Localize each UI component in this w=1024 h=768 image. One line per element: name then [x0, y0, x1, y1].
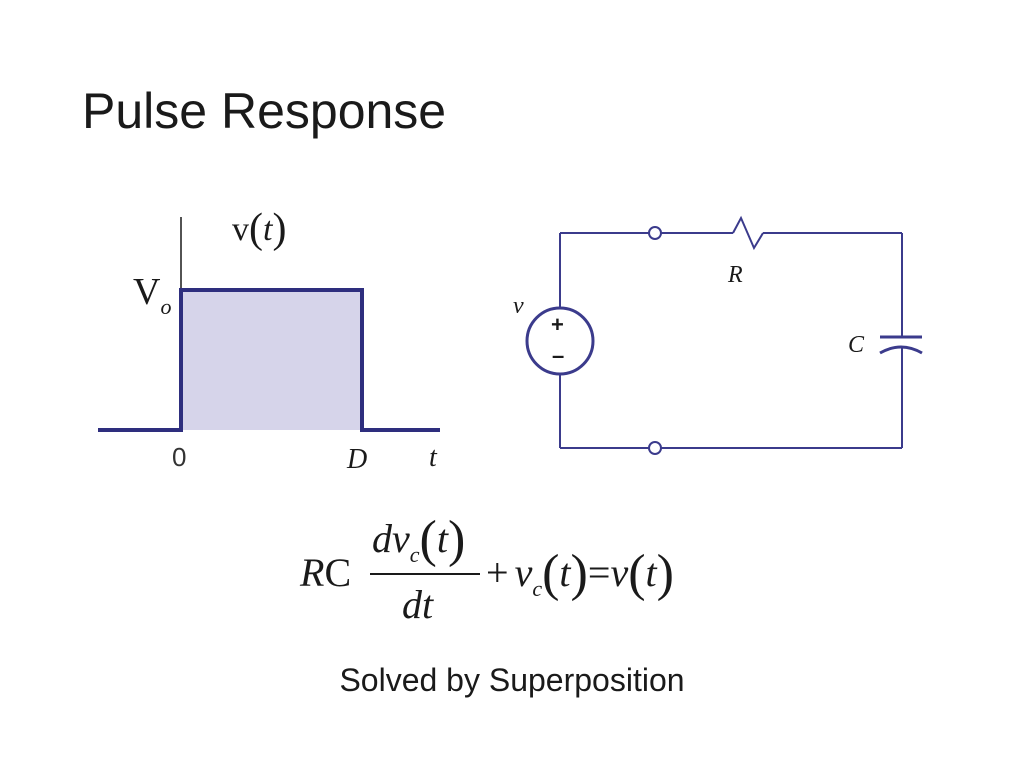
level-label: Vo — [133, 271, 171, 319]
level-label-sub: o — [160, 294, 171, 319]
source-label: v — [513, 293, 524, 319]
slide-caption: Solved by Superposition — [339, 662, 685, 698]
capacitor-label: C — [848, 332, 865, 358]
eq-denominator: dt — [402, 582, 434, 627]
pulse-waveform — [98, 288, 440, 432]
eq-num-d: d — [372, 516, 393, 561]
eq-term-arg: t — [559, 550, 571, 595]
source-minus: – — [552, 343, 564, 368]
x-tick-end: D — [346, 444, 367, 475]
terminal-top — [648, 226, 662, 240]
level-label-main: V — [133, 271, 161, 313]
eq-rc: RC — [299, 550, 351, 595]
eq-num-v: v — [392, 516, 410, 561]
circuit-labels: + – v R C — [513, 262, 865, 368]
terminal-bottom — [648, 441, 662, 455]
eq-term-v: v — [515, 550, 533, 595]
pulse-plot: v(t) Vo 0 D t — [98, 206, 440, 475]
resistor-label: R — [727, 262, 743, 288]
rc-circuit — [525, 215, 923, 455]
eq-r: R — [299, 550, 324, 595]
differential-equation: RC dvc(t) dt +vc(t)=v(t) — [299, 511, 674, 627]
pulse-area — [181, 290, 362, 430]
y-axis-label: v(t) — [232, 206, 286, 252]
resistor-symbol — [732, 215, 764, 251]
eq-plus: + — [486, 550, 509, 595]
source-plus: + — [551, 312, 564, 337]
x-axis-label: t — [429, 442, 438, 473]
y-label-arg: t — [263, 211, 274, 248]
eq-term-sub: c — [532, 576, 542, 601]
eq-numerator: dvc(t) — [372, 511, 465, 568]
eq-num-arg: t — [437, 516, 449, 561]
eq-c: C — [324, 550, 351, 595]
slide-title: Pulse Response — [82, 83, 447, 139]
eq-equals: = — [588, 550, 611, 595]
eq-rhs: +vc(t)=v(t) — [486, 545, 674, 602]
eq-num-sub: c — [410, 542, 420, 567]
eq-rhs-v: v — [610, 550, 628, 595]
eq-rhs-arg: t — [646, 550, 658, 595]
x-tick-zero: 0 — [172, 442, 186, 472]
y-label-main: v — [232, 211, 249, 248]
